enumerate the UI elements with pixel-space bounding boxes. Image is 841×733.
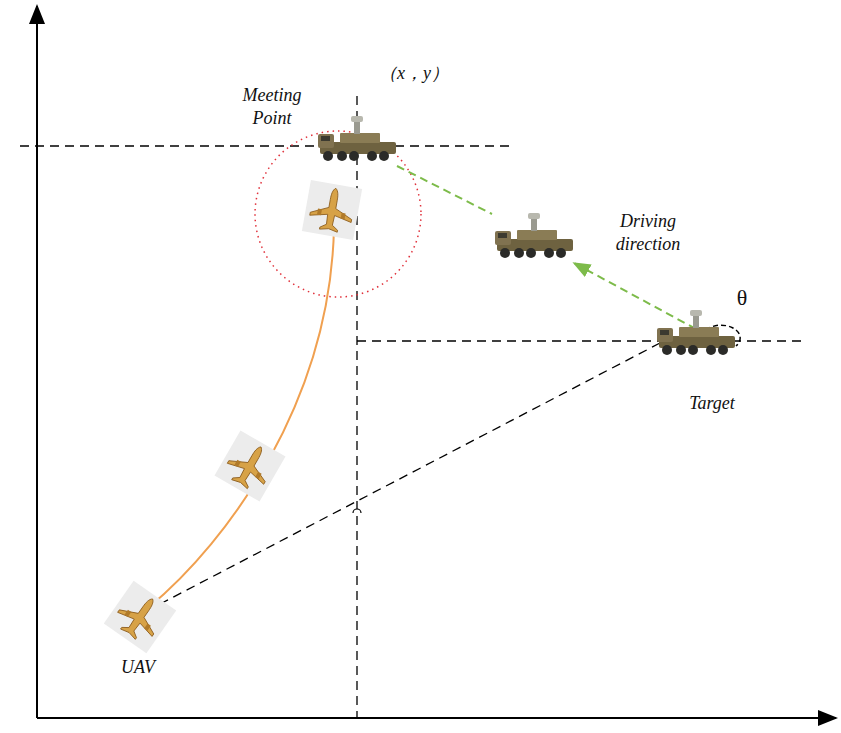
driving-arrow <box>574 263 696 329</box>
guide-lines <box>20 96 805 718</box>
meeting-vehicle <box>318 116 396 161</box>
uav-label: UAV <box>103 656 173 679</box>
moving-vehicle <box>495 213 573 258</box>
uav-icon <box>104 581 176 653</box>
uav-icon <box>302 180 362 240</box>
crossing-hop <box>353 509 361 513</box>
figure-part <box>357 340 805 341</box>
uav-trajectory <box>148 228 334 608</box>
point-label: Meeting Point <box>227 84 317 129</box>
target-vehicle <box>657 310 735 355</box>
angle-symbol: θ <box>727 284 757 312</box>
y-axis <box>36 6 38 718</box>
target-label: Target <box>667 392 757 415</box>
direction-label: Driving direction <box>598 210 698 255</box>
uav-icon <box>214 430 285 501</box>
x-axis <box>37 717 836 719</box>
coordinate-label: （x，y） <box>369 62 459 85</box>
figure-part <box>20 145 515 146</box>
figure-part <box>160 343 660 604</box>
driving-path <box>397 166 492 214</box>
